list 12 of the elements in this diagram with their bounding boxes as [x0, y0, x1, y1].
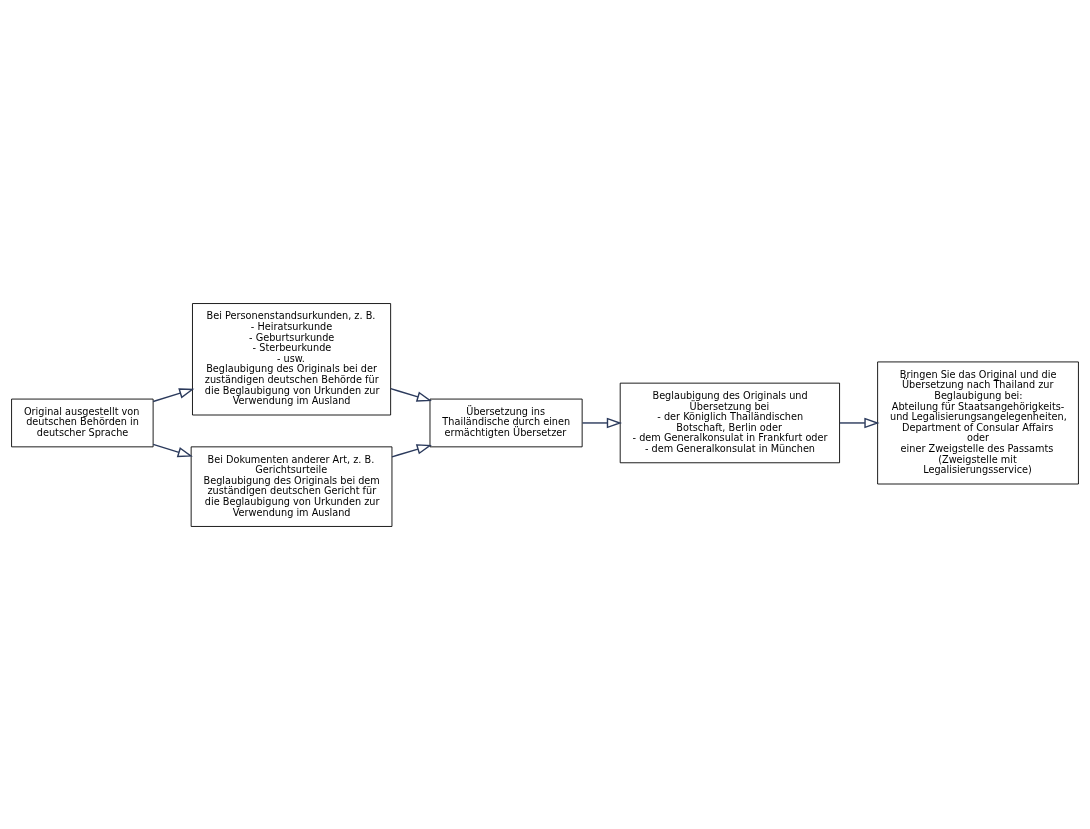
- arrow: [839, 417, 880, 428]
- node-box: Bei Dokumenten anderer Art, z. B. Gerichtsurteile Beglaubigung des Originals bei dem zuständigen deutschen Gericht für die Beglaubigung von Urkunden zur Verwendung im Ausland: [190, 445, 393, 527]
- arrow: [152, 443, 193, 457]
- node-box: Übersetzung ins Thailändische durch einen ermächtigten Übersetzer: [429, 398, 583, 447]
- node-box: Bringen Sie das Original und die Übersetzung nach Thailand zur Beglaubigung bei: Abteilung für Staatsangehörigkeits- und Legalisierungsangelegenheiten, Department of Consular Affairs oder einer Zweigstelle des Passamts (Zweigstelle mit Legalisierungsservice): [877, 361, 1079, 484]
- node-box: Beglaubigung des Originals und Übersetzung bei - der Königlich Thailändischen Botschaft, Berlin oder - dem Generalkonsulat in Frankfurt oder - dem Generalkonsulat in München: [619, 382, 841, 463]
- arrow: [391, 443, 432, 458]
- arrow: [390, 387, 432, 402]
- arrow: [581, 417, 622, 428]
- node-box: Bei Personenstandsurkunden, z. B. - Heiratsurkunde - Geburtsurkunde - Sterbeurkunde - usw. Beglaubigung des Originals bei der zuständigen deutschen Behörde für die Beglaubigung von Urkunden zur Verwendung im Ausland: [192, 302, 392, 415]
- arrow: [152, 387, 195, 402]
- node-box: Original ausgestellt von deutschen Behörden in deutscher Sprache: [11, 398, 154, 447]
